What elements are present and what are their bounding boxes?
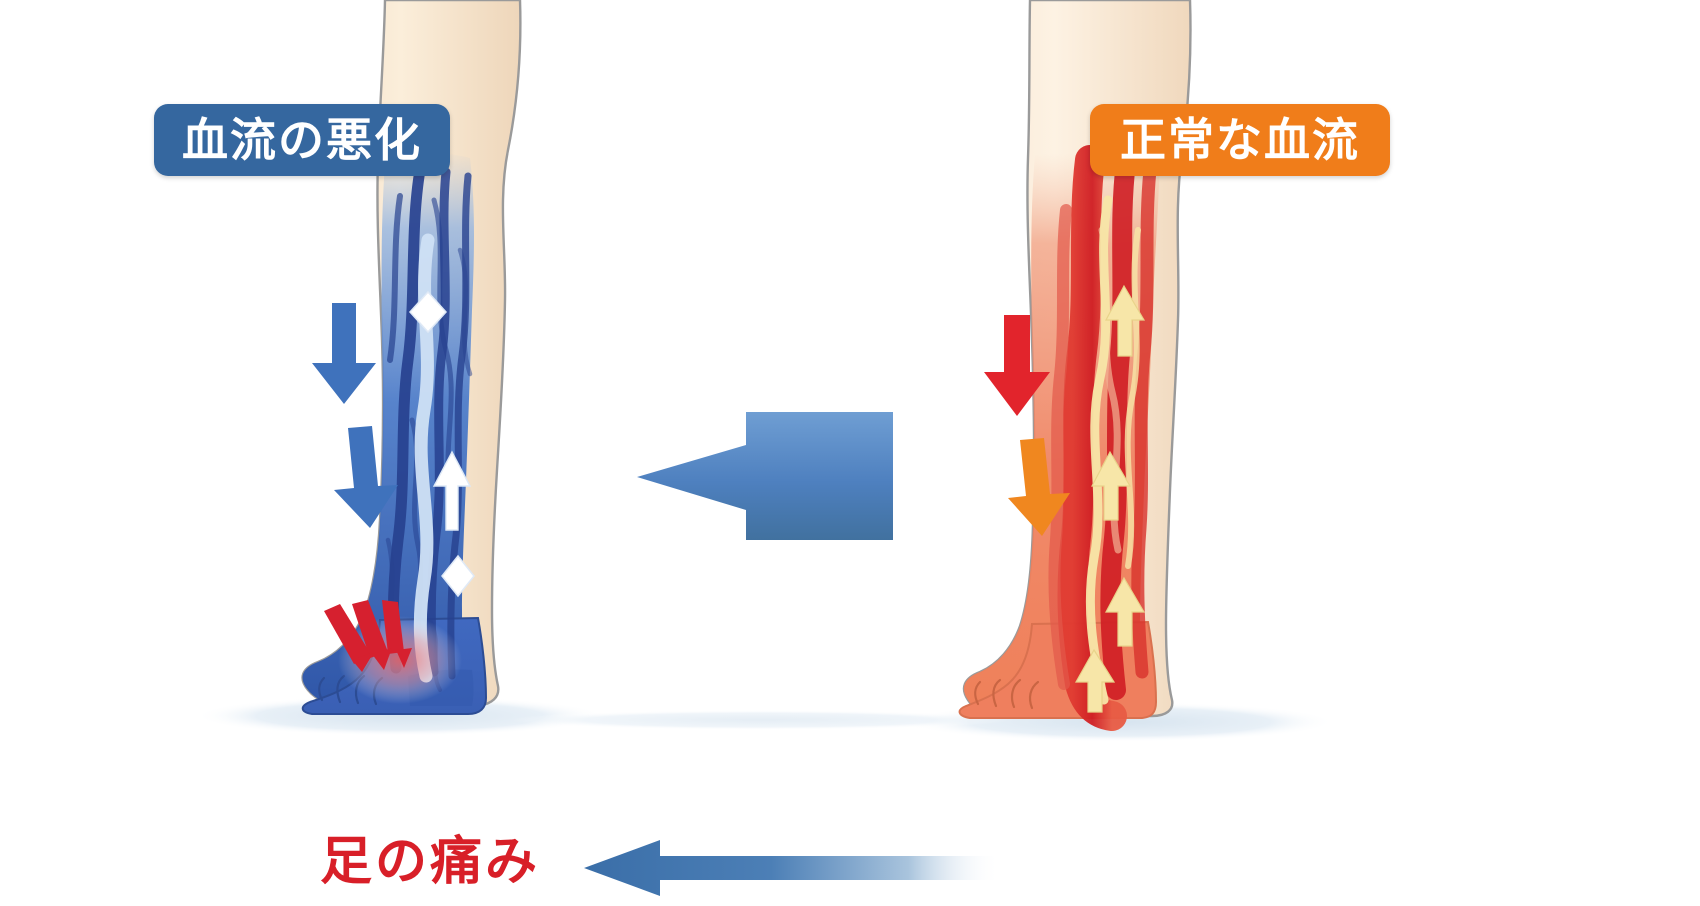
right-leg-flow-channel — [1085, 195, 1113, 705]
left-down-arrow-1 — [312, 303, 376, 404]
right-down-arrow-red — [984, 315, 1050, 416]
right-down-arrow-orange — [1008, 438, 1070, 536]
right-foot-toes — [974, 678, 1040, 710]
right-leg-flow-channel-2 — [1124, 227, 1141, 569]
label-impaired-blood-flow: 血流の悪化 — [154, 104, 450, 176]
caption-foot-pain: 足の痛み — [319, 832, 540, 892]
left-foot-pain-marker — [324, 600, 462, 704]
left-leg-downward-arrows — [312, 303, 398, 528]
impaired-circulation-leg — [301, 0, 522, 715]
left-leg-reflux-arrow — [432, 450, 472, 531]
progression-arrow-bottom — [584, 840, 1000, 896]
progression-arrow-center-shape — [637, 412, 893, 540]
left-leg-valve-markers — [408, 290, 475, 598]
right-leg-downward-arrows — [984, 315, 1070, 536]
left-down-arrow-2 — [334, 426, 398, 528]
label-normal-blood-flow: 正常な血流 — [1090, 104, 1390, 176]
right-leg-upward-flow-arrows — [1074, 284, 1146, 713]
normal-circulation-leg — [958, 0, 1192, 731]
